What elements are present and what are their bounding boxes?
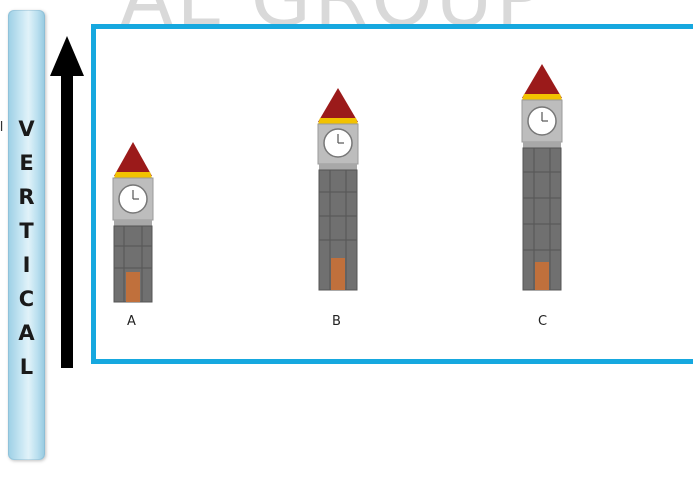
towers-panel	[91, 24, 693, 364]
clock-tower-a	[110, 142, 156, 304]
vertical-letter: T	[19, 214, 33, 248]
up-arrow-icon	[44, 32, 90, 372]
tower-label-a: A	[127, 314, 136, 329]
vertical-letter: L	[20, 350, 33, 384]
vertical-label-bar: V E R T I C A L	[8, 10, 45, 460]
vertical-letter: A	[18, 316, 34, 350]
side-mark: l	[0, 118, 3, 134]
clock-tower-c	[519, 64, 565, 292]
vertical-label-letters: V E R T I C A L	[8, 112, 45, 384]
vertical-letter: R	[18, 180, 34, 214]
tower-label-c: C	[538, 314, 547, 329]
vertical-letter: I	[23, 248, 31, 282]
tower-label-b: B	[332, 314, 341, 329]
vertical-letter: C	[19, 282, 34, 316]
vertical-letter: V	[18, 112, 34, 146]
vertical-letter: E	[19, 146, 33, 180]
clock-tower-b	[316, 88, 360, 292]
